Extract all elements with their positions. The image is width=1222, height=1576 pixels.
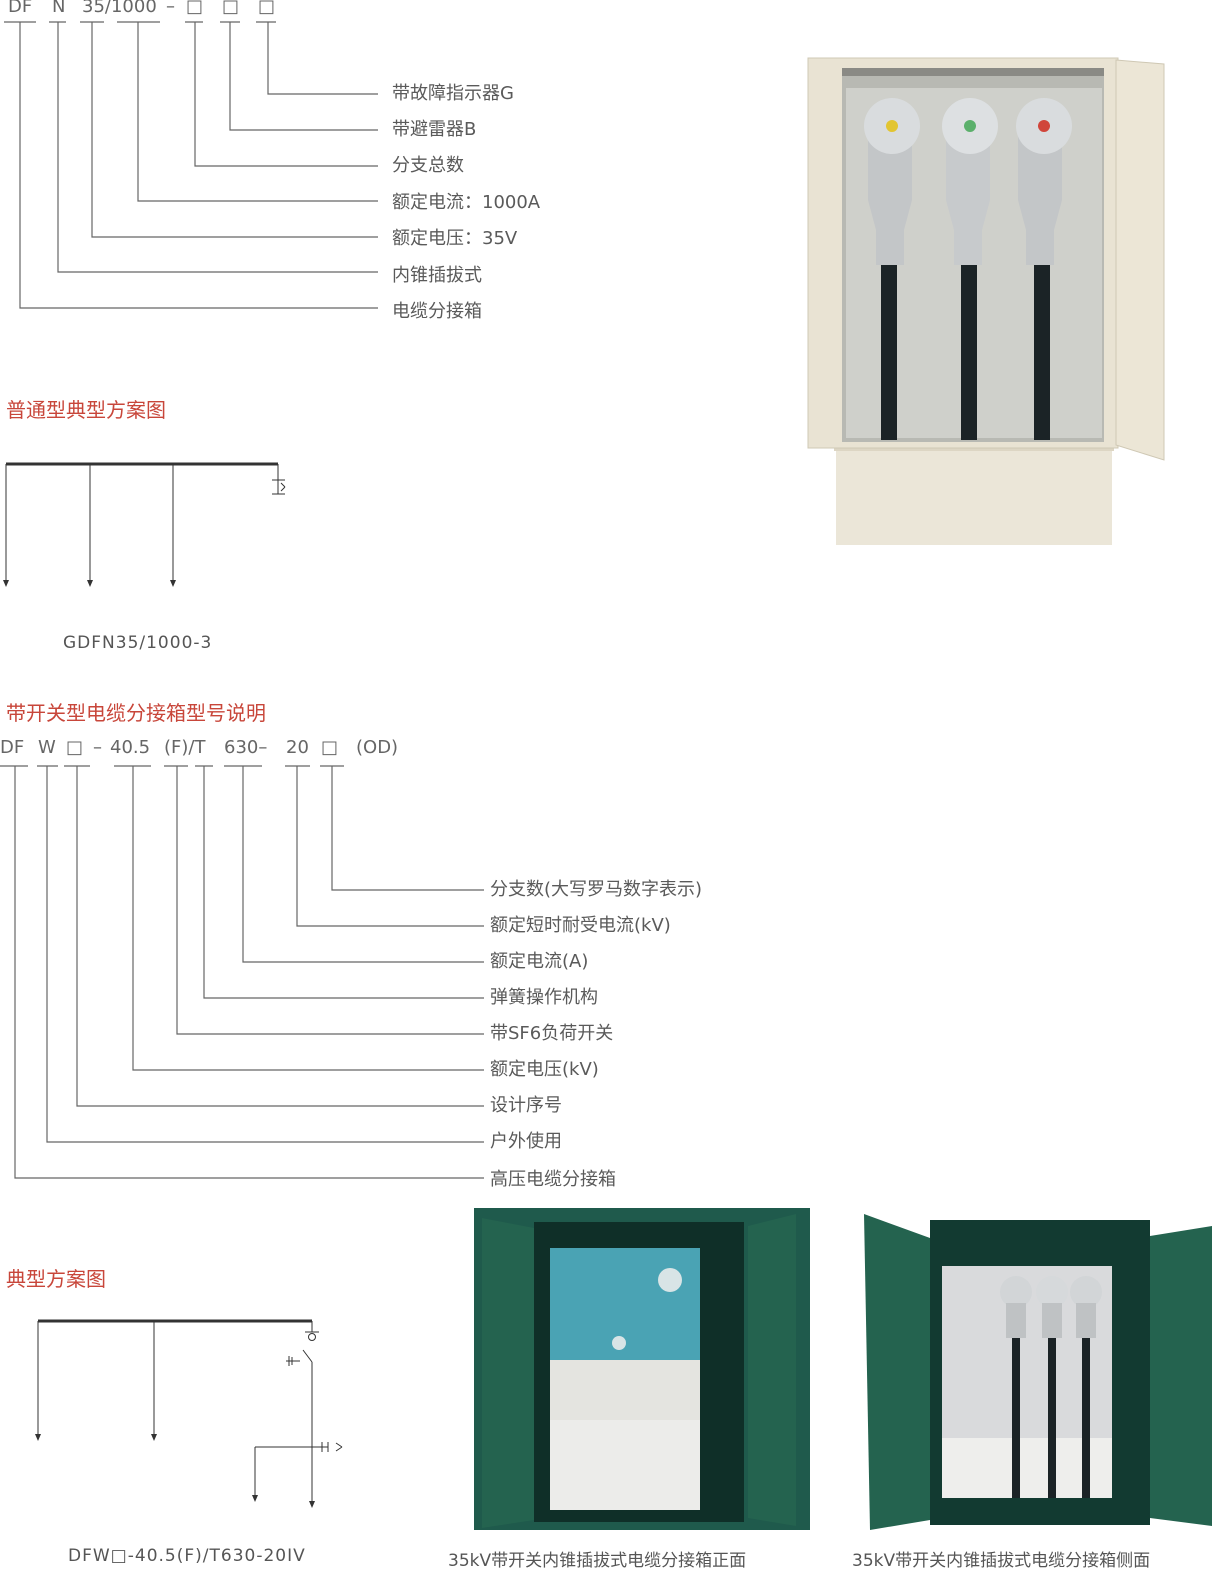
label2-branches: 分支数(大写罗马数字表示) <box>490 879 703 900</box>
code2-current: 630– <box>224 737 268 758</box>
scheme1-title: 普通型典型方案图 <box>6 398 166 422</box>
code2-box-branches: □ <box>321 737 339 758</box>
label2-spring-mechanism: 弹簧操作机构 <box>490 987 598 1008</box>
label2-rated-current: 额定电流(A) <box>490 951 589 972</box>
code2-switch: (F)/T <box>164 737 206 758</box>
code-n: N <box>52 0 66 17</box>
label-arrester: 带避雷器B <box>392 119 477 140</box>
label2-hv-cable-box: 高压电缆分接箱 <box>490 1169 616 1190</box>
code2-df: DF <box>0 737 25 758</box>
label-rated-current: 额定电流：1000A <box>392 192 541 213</box>
scheme1-caption: GDFN35/1000-3 <box>63 633 213 653</box>
code-dash: – <box>166 0 175 17</box>
label2-outdoor: 户外使用 <box>490 1131 562 1152</box>
scheme2-caption: DFW□-40.5(F)/T630-20IV <box>68 1546 306 1566</box>
code-df: DF <box>8 0 33 17</box>
side-photo-caption: 35kV带开关内锥插拔式电缆分接箱侧面 <box>852 1551 1151 1571</box>
cable-box-photo-front <box>474 1208 810 1530</box>
code2-short-time: 20 <box>286 737 309 758</box>
label-cable-box: 电缆分接箱 <box>392 301 482 322</box>
code2-voltage: 40.5 <box>110 737 151 758</box>
cable-box-photo-side <box>864 1214 1212 1530</box>
front-photo-caption: 35kV带开关内锥插拔式电缆分接箱正面 <box>448 1551 747 1571</box>
code2-dash: – <box>93 737 102 758</box>
label2-rated-voltage: 额定电压(kV) <box>490 1059 599 1080</box>
code-box-arrester: □ <box>222 0 240 17</box>
code2-w: W <box>38 737 56 758</box>
label-rated-voltage: 额定电压：35V <box>392 228 518 249</box>
cable-box-photo-beige <box>807 57 1165 545</box>
model2-title: 带开关型电缆分接箱型号说明 <box>6 701 266 725</box>
code-box-branches: □ <box>186 0 204 17</box>
label-branch-count: 分支总数 <box>392 155 464 176</box>
label2-short-time-current: 额定短时耐受电流(kV) <box>490 915 671 936</box>
code-box-indicator: □ <box>258 0 276 17</box>
label2-sf6-switch: 带SF6负荷开关 <box>490 1023 614 1044</box>
code2-box-design: □ <box>66 737 84 758</box>
label-inner-cone: 内锥插拔式 <box>392 265 482 286</box>
scheme2-title: 典型方案图 <box>6 1267 106 1291</box>
code2-od: (OD) <box>356 737 399 758</box>
label2-design-no: 设计序号 <box>490 1095 562 1116</box>
code-rating: 35/1000 <box>82 0 157 17</box>
label-fault-indicator: 带故障指示器G <box>392 83 514 104</box>
